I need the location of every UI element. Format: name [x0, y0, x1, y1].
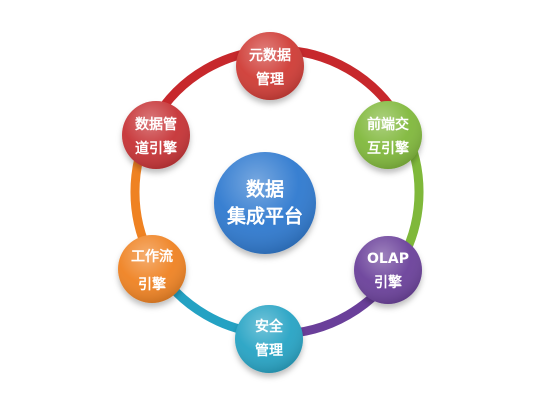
center-label-line2: 集成平台 — [226, 205, 303, 228]
center-hub: 数据 集成平台 — [214, 152, 316, 254]
satellite-label-line1: 前端交 — [367, 116, 409, 133]
satellite-label-line1: 安全 — [255, 318, 284, 335]
satellite-label-line2: 引擎 — [374, 274, 402, 291]
satellite-gloss — [122, 101, 190, 169]
satellite-metadata: 元数据 管理 — [236, 32, 304, 100]
satellite-gloss — [236, 32, 304, 100]
satellite-label-line1: 数据管 — [135, 116, 177, 133]
satellite-frontend: 前端交 互引擎 — [354, 101, 422, 169]
satellite-gloss — [118, 235, 186, 303]
satellite-label-line2: 互引擎 — [367, 140, 409, 157]
center-gloss — [214, 152, 316, 254]
satellite-workflow: 工作流 引擎 — [118, 235, 186, 303]
satellite-gloss — [354, 236, 422, 304]
satellite-label-line2: 引擎 — [138, 276, 166, 293]
satellite-olap: OLAP 引擎 — [354, 236, 422, 304]
satellite-label-line1: 元数据 — [249, 47, 291, 64]
satellite-gloss — [354, 101, 422, 169]
satellite-gloss — [235, 305, 303, 373]
satellite-label-line2: 管理 — [256, 71, 284, 88]
satellite-label-line2: 道引擎 — [135, 140, 177, 157]
center-label-line1: 数据 — [246, 178, 284, 201]
satellite-label-line1: 工作流 — [131, 248, 173, 265]
satellite-security: 安全 管理 — [235, 305, 303, 373]
satellite-pipeline: 数据管 道引擎 — [122, 101, 190, 169]
satellite-label-line1: OLAP — [367, 251, 409, 267]
satellite-label-line2: 管理 — [255, 342, 283, 359]
